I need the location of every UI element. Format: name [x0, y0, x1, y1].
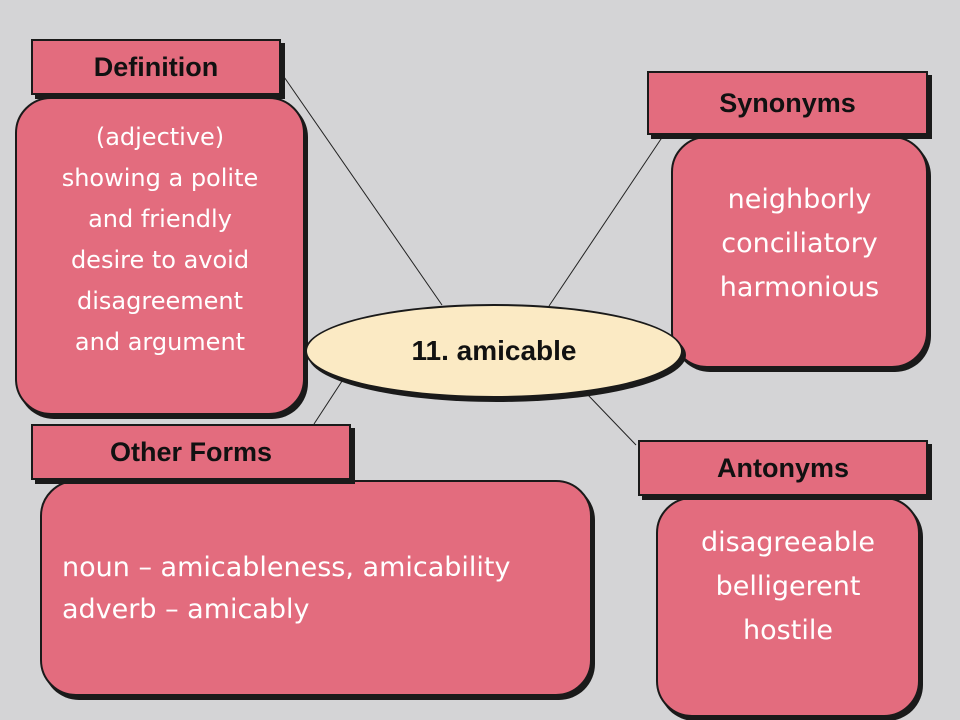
other-forms-box: noun – amicableness, amicability adverb … [40, 480, 592, 696]
other-forms-title: Other Forms [31, 424, 351, 480]
definition-line: disagreement [77, 287, 243, 315]
other-form-item: noun – amicableness, amicability [62, 552, 511, 583]
definition-box: (adjective) showing a polite and friendl… [15, 97, 305, 415]
antonym-item: disagreeable [701, 527, 875, 558]
synonyms-box: neighborly conciliatory harmonious [671, 136, 928, 368]
connector-antonyms [587, 394, 637, 446]
antonyms-box: disagreeable belligerent hostile [656, 497, 920, 717]
connector-synonyms [548, 135, 664, 307]
synonym-item: harmonious [719, 272, 880, 303]
center-term: 11. amicable [305, 304, 683, 398]
definition-line: and friendly [88, 205, 232, 233]
antonym-item: belligerent [715, 571, 861, 602]
definition-line: desire to avoid [70, 246, 250, 274]
definition-line: (adjective) [95, 123, 225, 151]
connector-definition [281, 73, 443, 306]
antonyms-title: Antonyms [638, 440, 928, 496]
synonym-item: neighborly [727, 184, 872, 215]
definition-line: and argument [74, 328, 246, 356]
antonym-item: hostile [743, 615, 833, 646]
connector-other-forms [313, 374, 347, 425]
other-form-item: adverb – amicably [62, 594, 310, 625]
definition-title: Definition [31, 39, 281, 95]
definition-line: showing a polite [61, 164, 259, 192]
synonyms-title: Synonyms [647, 71, 928, 135]
synonym-item: conciliatory [721, 228, 878, 259]
